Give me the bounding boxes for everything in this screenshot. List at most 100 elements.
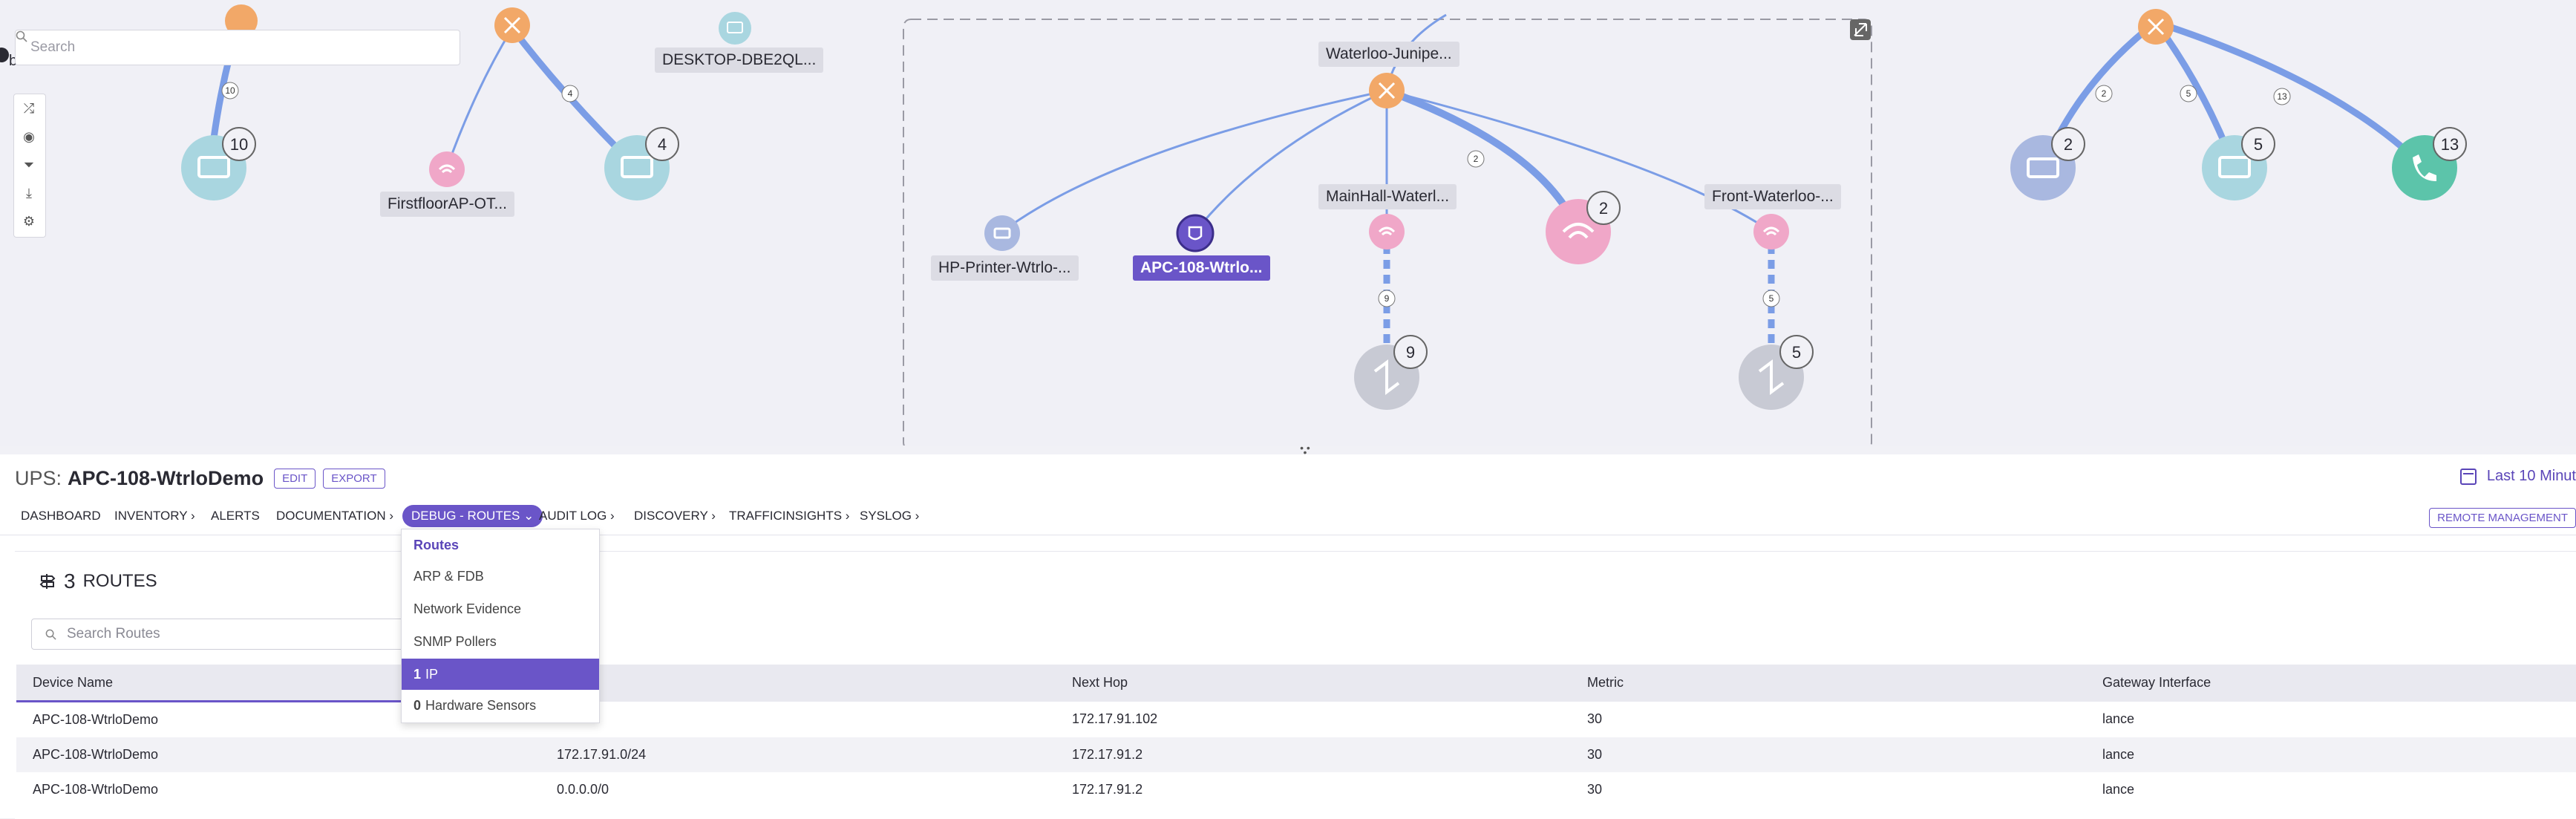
filter-icon[interactable]: ⏷	[23, 157, 35, 172]
column-header-destination[interactable]: n	[540, 665, 1056, 702]
tab-trafficinsights[interactable]: TRAFFICINSIGHTS ›	[729, 509, 850, 523]
routes-count: 3	[64, 570, 76, 593]
topology-canvas[interactable]: 10 4 2 9 5 2 5 13	[0, 0, 2576, 457]
remote-management-button[interactable]: REMOTE MANAGEMENT	[2429, 508, 2576, 528]
printer-icon	[2027, 157, 2059, 178]
switch-node	[225, 4, 258, 37]
hardware-sensors-count: 0	[413, 698, 422, 713]
count-badge: 2	[2064, 135, 2073, 154]
column-header-next-hop[interactable]: Next Hop	[1056, 665, 1571, 702]
switch-icon	[503, 16, 521, 34]
gear-icon[interactable]: ⚙	[22, 214, 36, 229]
cell-next-hop: 172.17.91.102	[1072, 711, 1158, 727]
cell-destination: 0.0.0.0/0	[557, 782, 609, 797]
routes-search-input[interactable]: Search Routes	[31, 619, 417, 650]
tab-inventory[interactable]: INVENTORY ›	[114, 509, 195, 523]
tab-documentation[interactable]: DOCUMENTATION ›	[276, 509, 394, 523]
monitor-node	[719, 12, 751, 45]
cell-metric: 30	[1571, 737, 2086, 772]
table-row[interactable]: APC-108-WtrloDemo 172.17.91.0/24 172.17.…	[16, 737, 2576, 772]
link	[1001, 89, 1387, 233]
column-header-metric[interactable]: Metric	[1571, 665, 2086, 702]
column-header-gateway-interface[interactable]: Gateway Interface	[2086, 665, 2576, 702]
resize-handle[interactable]: • • •	[1300, 442, 1310, 458]
link	[2154, 19, 2428, 171]
download-icon[interactable]: ⤓	[26, 186, 32, 200]
topology-graph: 10 4 2 9 5 2 5 13	[0, 4, 2467, 446]
cell-device-name: APC-108-WtrloDemo	[33, 712, 159, 727]
collapsed-node-icon	[0, 48, 9, 62]
ip-count: 1	[413, 667, 422, 682]
menu-item-network-evidence[interactable]: Network Evidence	[413, 601, 522, 616]
table-row[interactable]: APC-108-WtrloDemo 0.0.0.0/0 172.17.91.2 …	[16, 772, 2576, 807]
search-placeholder: Search	[30, 39, 76, 55]
node-label-waterloo-juniper[interactable]: Waterloo-Junipe...	[1318, 42, 1459, 67]
routes-label: ROUTES	[82, 571, 157, 591]
tab-dashboard[interactable]: DASHBOARD	[21, 509, 101, 523]
count-badge: 13	[2441, 135, 2459, 154]
cell-gateway-interface: lance	[2086, 737, 2576, 772]
hardware-sensors-label: Hardware Sensors	[425, 698, 537, 713]
layout-icon[interactable]: ⤮	[23, 101, 35, 116]
calendar-icon	[2459, 468, 2477, 485]
unknown-icon	[1373, 359, 1400, 395]
cell-device-name: APC-108-WtrloDemo	[16, 737, 540, 772]
cell-gateway-interface: lance	[2102, 711, 2135, 727]
detail-panel: UPS: APC-108-WtrloDemo EDIT EXPORT Last …	[0, 454, 2576, 819]
routes-header: 3 ROUTES	[39, 570, 157, 593]
tab-audit-log[interactable]: AUDIT LOG ›	[539, 509, 615, 523]
node-label-hp-printer[interactable]: HP-Printer-Wtrlo-...	[931, 255, 1079, 281]
time-range-label: Last 10 Minut	[2486, 468, 2576, 484]
printer-icon	[993, 227, 1011, 239]
node-label-desktop[interactable]: DESKTOP-DBE2QL...	[655, 48, 824, 73]
node-label-firstfloor-ap[interactable]: FirstfloorAP-OT...	[380, 192, 515, 217]
routes-table: Device Name n Next Hop Metric Gateway In…	[16, 665, 2576, 807]
switch-icon	[1378, 82, 1396, 99]
wifi-icon	[1762, 226, 1780, 236]
time-range-selector[interactable]: Last 10 Minut	[2459, 468, 2576, 485]
routes-search-placeholder: Search Routes	[67, 626, 160, 642]
count-badge: 9	[1406, 343, 1415, 362]
printer-node	[984, 215, 1020, 251]
topology-toolbar: ⤮ ◉ ⏷ ⤓ ⚙	[13, 94, 46, 238]
count-badge: 10	[230, 135, 248, 154]
tab-discovery[interactable]: DISCOVERY ›	[634, 509, 716, 523]
menu-item-snmp-pollers[interactable]: SNMP Pollers	[413, 634, 497, 649]
unknown-icon	[1758, 359, 1785, 395]
signpost-icon	[39, 574, 56, 589]
wifi-icon	[1378, 226, 1396, 236]
node-label-apc-selected[interactable]: APC-108-Wtrlo...	[1133, 255, 1270, 281]
node-label-front-waterloo[interactable]: Front-Waterloo-...	[1704, 184, 1841, 209]
tab-debug-routes[interactable]: DEBUG - ROUTES ⌄	[402, 505, 543, 527]
switch-icon	[2147, 18, 2165, 36]
wifi-icon	[1562, 223, 1595, 239]
link-count: 5	[1769, 293, 1774, 304]
plug-icon	[1188, 226, 1203, 241]
edit-button[interactable]: EDIT	[274, 468, 316, 489]
count-badge: 5	[1792, 343, 1801, 362]
node-label-mainhall[interactable]: MainHall-Waterl...	[1318, 184, 1457, 209]
count-badge: 5	[2254, 135, 2263, 154]
link-count: 4	[568, 88, 573, 99]
search-icon	[45, 629, 56, 640]
phone-icon	[2413, 154, 2436, 181]
ups-node	[1176, 214, 1215, 252]
device-type-label: UPS:	[15, 466, 62, 489]
ip-label: IP	[425, 667, 439, 682]
tab-syslog[interactable]: SYSLOG ›	[860, 509, 920, 523]
cell-metric: 30	[1587, 782, 1603, 797]
menu-item-arp-fdb[interactable]: ARP & FDB	[413, 569, 484, 584]
tab-alerts[interactable]: ALERTS	[211, 509, 260, 523]
menu-item-routes[interactable]: Routes	[413, 538, 460, 552]
routes-card: 3 ROUTES Search Routes Device Name n Nex…	[15, 551, 2576, 819]
cell-metric: 30	[1587, 711, 1603, 727]
link-count: 2	[1474, 154, 1479, 164]
export-button[interactable]: EXPORT	[323, 468, 385, 489]
topology-search-input[interactable]: Search	[15, 30, 460, 65]
cell-next-hop: 172.17.91.2	[1056, 737, 1571, 772]
table-header-row: Device Name n Next Hop Metric Gateway In…	[16, 665, 2576, 702]
monitor-icon	[197, 156, 230, 178]
eye-icon[interactable]: ◉	[23, 129, 35, 144]
